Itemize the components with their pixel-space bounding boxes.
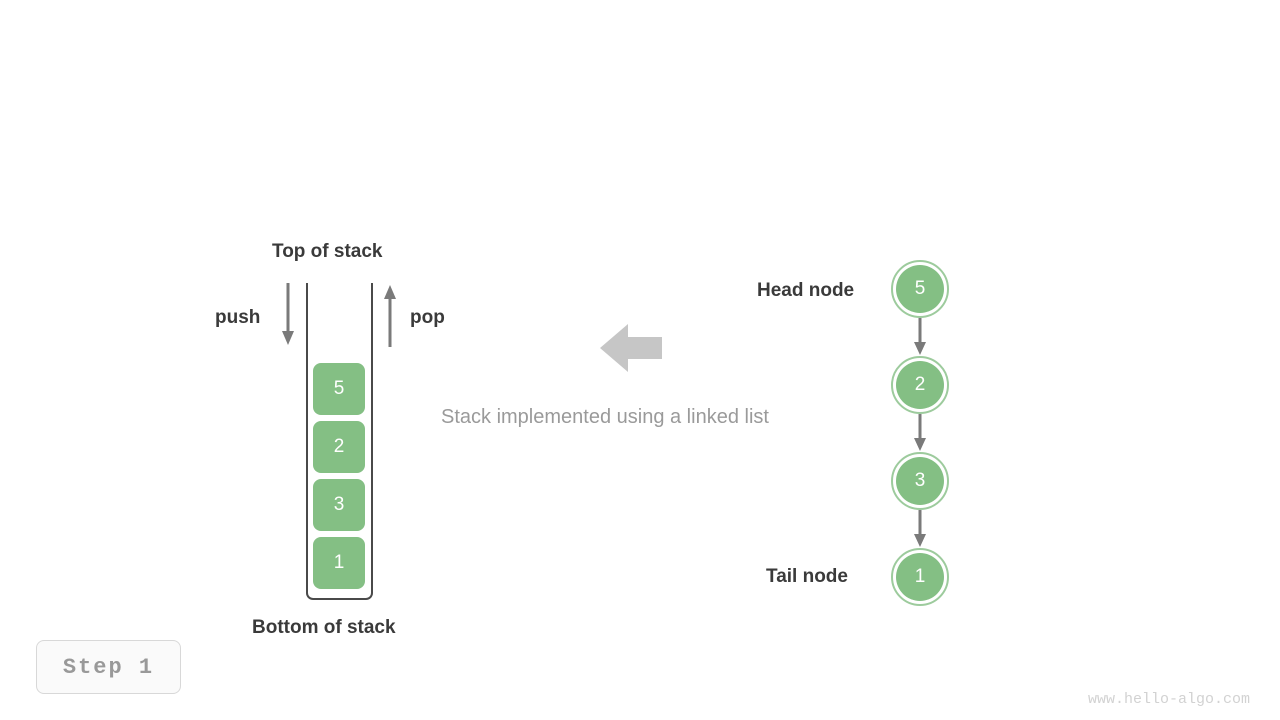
transform-arrow-left-icon: [600, 324, 662, 372]
linked-list-link-arrow-down-icon: [914, 510, 926, 547]
linked-list-node-value: 3: [896, 457, 944, 505]
step-badge: Step 1: [36, 640, 181, 694]
linked-list-node[interactable]: 5: [891, 260, 949, 318]
linked-list-link-arrow-down-icon: [914, 414, 926, 451]
linked-list-node[interactable]: 1: [891, 548, 949, 606]
stack-block[interactable]: 2: [313, 421, 365, 473]
pop-label: pop: [410, 307, 445, 328]
linked-list-node-value: 1: [896, 553, 944, 601]
head-node-label: Head node: [757, 280, 855, 301]
linked-list-node-value: 2: [896, 361, 944, 409]
stack-block[interactable]: 1: [313, 537, 365, 589]
stack-block[interactable]: 3: [313, 479, 365, 531]
diagram-caption: Stack implemented using a linked list: [441, 406, 769, 428]
push-arrow-down-icon: [282, 283, 294, 345]
tail-node-label: Tail node: [766, 566, 848, 587]
linked-list-node-value: 5: [896, 265, 944, 313]
push-label: push: [215, 307, 261, 328]
linked-list-node[interactable]: 2: [891, 356, 949, 414]
stack-top-label: Top of stack: [272, 241, 383, 262]
watermark: www.hello-algo.com: [1087, 691, 1250, 708]
stack-blocks-list: 5 2 3 1: [313, 363, 365, 589]
stack-bottom-label: Bottom of stack: [252, 617, 396, 638]
stack-container: [306, 283, 373, 600]
linked-list-link-arrow-down-icon: [914, 318, 926, 355]
linked-list-node[interactable]: 3: [891, 452, 949, 510]
stack-block[interactable]: 5: [313, 363, 365, 415]
pop-arrow-up-icon: [384, 285, 396, 347]
